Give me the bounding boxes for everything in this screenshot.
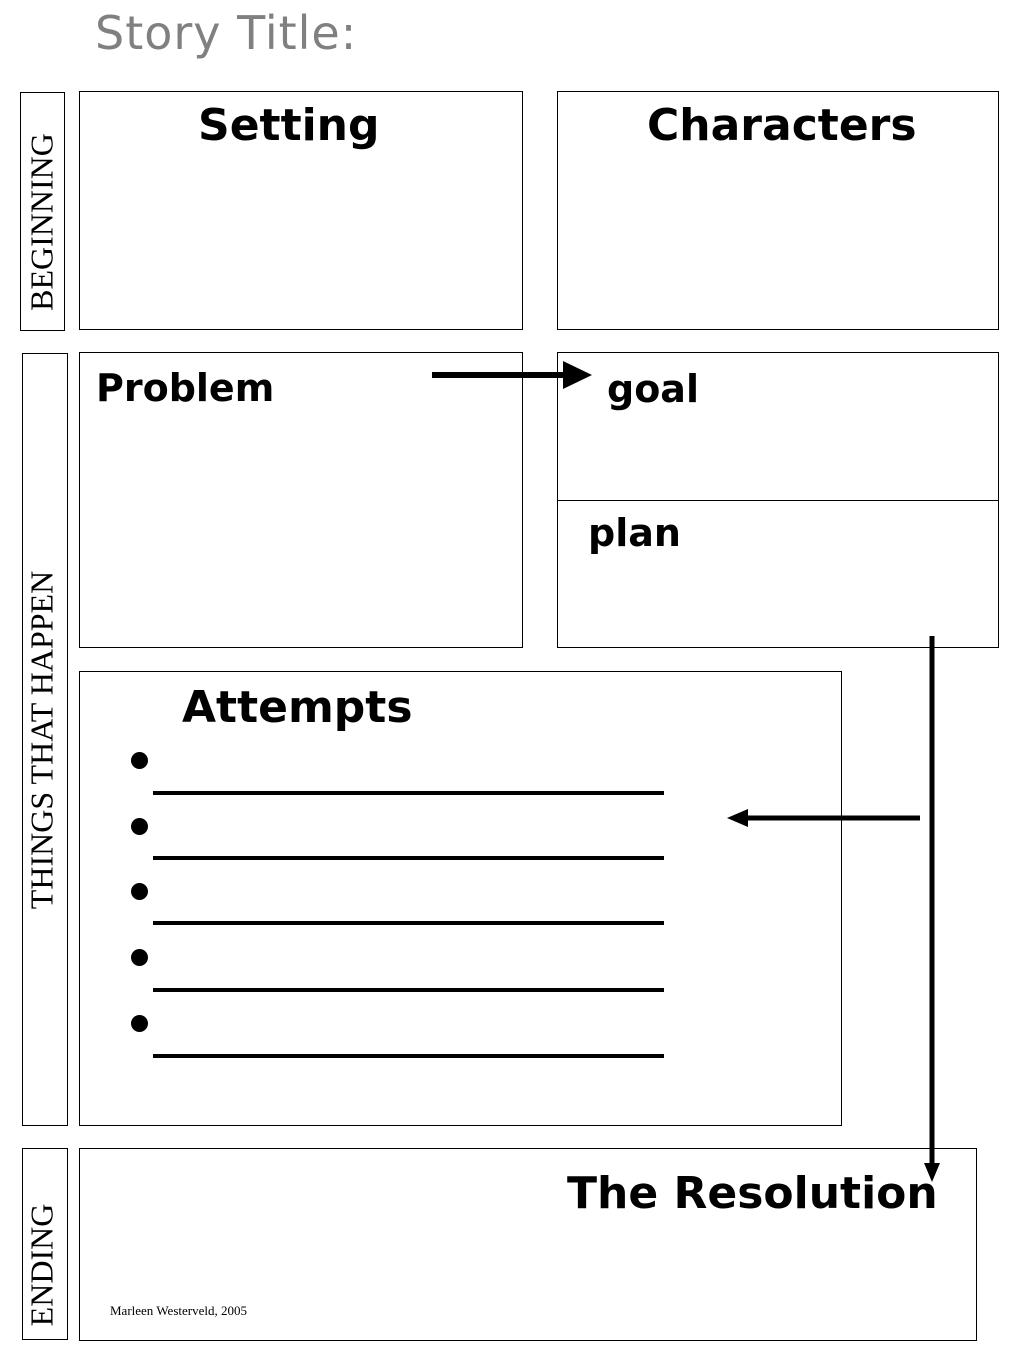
beginning-section-frame — [20, 92, 65, 331]
author-credit: Marleen Westerveld, 2005 — [110, 1303, 247, 1318]
attempt-bullet — [131, 883, 148, 900]
goal-heading: goal — [607, 367, 699, 411]
story-title-label: Story Title: — [95, 6, 358, 60]
attempt-blank-line[interactable] — [153, 856, 664, 860]
problem-heading: Problem — [96, 366, 275, 410]
middle-section-frame — [22, 353, 68, 1126]
resolution-box[interactable] — [79, 1148, 977, 1341]
beginning-section-label: BEGINNING — [23, 133, 60, 311]
setting-heading: Setting — [198, 100, 380, 151]
characters-heading: Characters — [647, 100, 917, 151]
ending-section-label: ENDING — [23, 1203, 60, 1327]
middle-section-label: THINGS THAT HAPPEN — [23, 570, 60, 910]
attempt-blank-line[interactable] — [153, 988, 664, 992]
attempt-bullet — [131, 949, 148, 966]
plan-to-resolution-arrow — [924, 636, 940, 1182]
plan-heading: plan — [588, 511, 681, 555]
attempt-blank-line[interactable] — [153, 791, 664, 795]
attempts-heading: Attempts — [182, 682, 413, 733]
goal-plan-divider — [557, 500, 999, 501]
attempt-blank-line[interactable] — [153, 921, 664, 925]
attempt-bullet — [131, 752, 148, 769]
problem-box[interactable] — [79, 352, 523, 648]
attempt-bullet — [131, 818, 148, 835]
ending-section-frame — [22, 1148, 68, 1340]
setting-box[interactable] — [79, 91, 523, 330]
attempt-blank-line[interactable] — [153, 1054, 664, 1058]
attempts-box[interactable] — [79, 671, 842, 1126]
attempt-bullet — [131, 1015, 148, 1032]
resolution-heading: The Resolution — [567, 1168, 938, 1219]
characters-box[interactable] — [557, 91, 999, 330]
